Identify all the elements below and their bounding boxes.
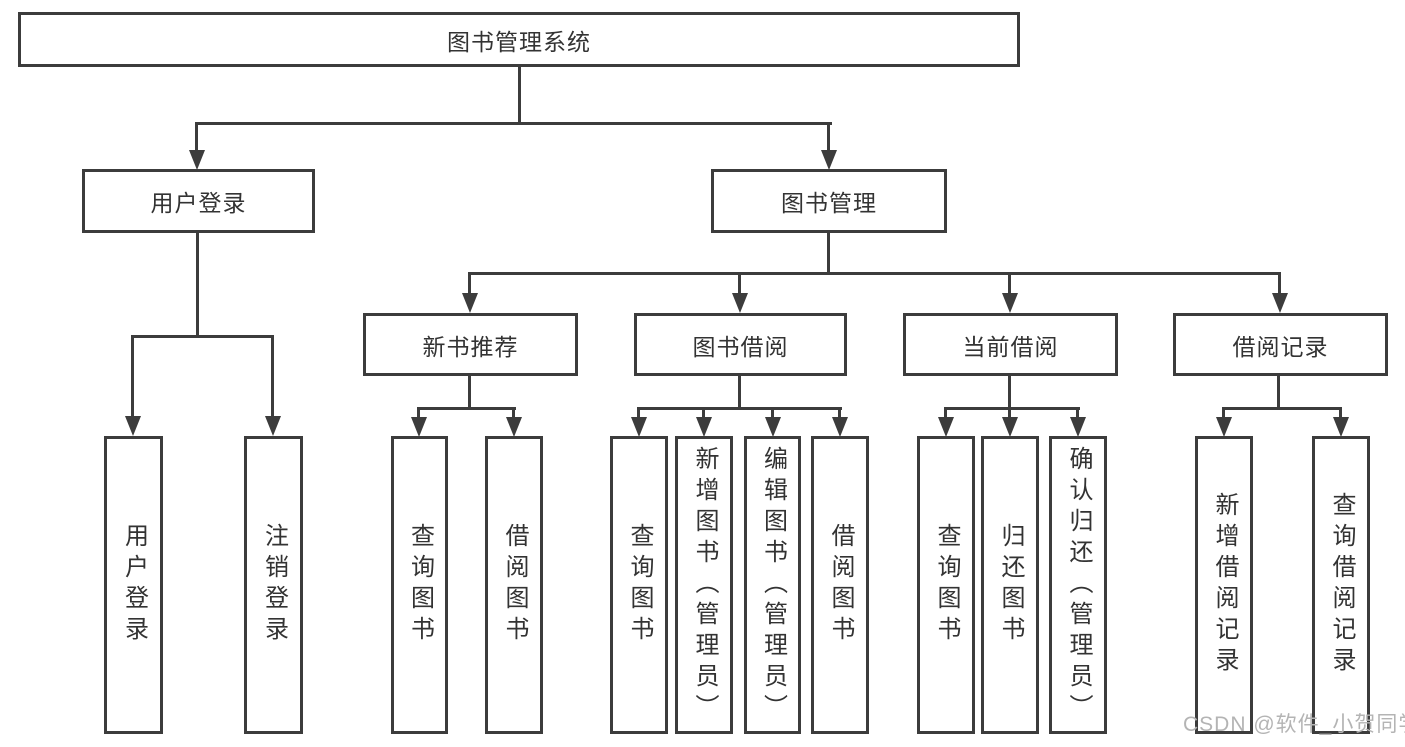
connector-line xyxy=(738,376,741,407)
connector-line xyxy=(702,407,705,418)
leaf-query-books-current: 查询图书 xyxy=(917,436,975,734)
arrow-down-icon xyxy=(1333,417,1349,437)
node-user-login: 用户登录 xyxy=(82,169,315,233)
connector-line xyxy=(1278,272,1281,294)
arrow-down-icon xyxy=(765,417,781,437)
arrow-down-icon xyxy=(1272,293,1288,313)
leaf-return-book: 归还图书 xyxy=(981,436,1039,734)
arrow-down-icon xyxy=(938,417,954,437)
connector-line xyxy=(738,272,741,294)
leaf-borrow-books-recommend: 借阅图书 xyxy=(485,436,543,734)
leaf-user-login: 用户登录 xyxy=(104,436,163,734)
node-book-borrowing: 图书借阅 xyxy=(634,313,847,376)
leaf-add-borrow-record: 新增借阅记录 xyxy=(1195,436,1253,734)
leaf-query-borrow-record: 查询借阅记录 xyxy=(1312,436,1370,734)
leaf-add-book-admin: 新增图书（管理员） xyxy=(675,436,733,734)
arrow-down-icon xyxy=(189,150,205,170)
connector-line xyxy=(1339,407,1342,418)
node-library-management-system: 图书管理系统 xyxy=(18,12,1020,67)
connector-line xyxy=(827,233,830,272)
connector-line xyxy=(468,376,471,407)
connector-line xyxy=(271,335,274,417)
connector-line xyxy=(1277,376,1280,407)
connector-line xyxy=(417,407,420,418)
connector-line xyxy=(1222,407,1342,410)
connector-line xyxy=(196,233,199,335)
connector-line xyxy=(417,407,516,410)
connector-line xyxy=(195,122,832,125)
connector-line xyxy=(1222,407,1225,418)
leaf-confirm-return-admin: 确认归还（管理员） xyxy=(1049,436,1107,734)
arrow-down-icon xyxy=(411,417,427,437)
arrow-down-icon xyxy=(696,417,712,437)
connector-line xyxy=(468,272,471,294)
connector-line xyxy=(771,407,774,418)
arrow-down-icon xyxy=(832,417,848,437)
connector-line xyxy=(1076,407,1079,418)
connector-line xyxy=(131,335,134,417)
connector-line xyxy=(468,272,1281,275)
node-new-book-recommend: 新书推荐 xyxy=(363,313,578,376)
connector-line xyxy=(637,407,640,418)
arrow-down-icon xyxy=(1002,293,1018,313)
node-book-management: 图书管理 xyxy=(711,169,947,233)
connector-line xyxy=(827,122,830,152)
arrow-down-icon xyxy=(1216,417,1232,437)
node-borrowing-records: 借阅记录 xyxy=(1173,313,1388,376)
arrow-down-icon xyxy=(821,150,837,170)
arrow-down-icon xyxy=(125,416,141,436)
arrow-down-icon xyxy=(1002,417,1018,437)
leaf-query-books-borrowing: 查询图书 xyxy=(610,436,668,734)
arrow-down-icon xyxy=(732,293,748,313)
connector-line xyxy=(1008,407,1011,418)
connector-line xyxy=(131,335,274,338)
leaf-query-books-recommend: 查询图书 xyxy=(391,436,448,734)
arrow-down-icon xyxy=(631,417,647,437)
connector-line xyxy=(838,407,841,418)
connector-line xyxy=(944,407,947,418)
connector-line xyxy=(1008,272,1011,294)
leaf-edit-book-admin: 编辑图书（管理员） xyxy=(744,436,801,734)
connector-line xyxy=(518,67,521,122)
arrow-down-icon xyxy=(265,416,281,436)
leaf-logout-login: 注销登录 xyxy=(244,436,303,734)
connector-line xyxy=(512,407,515,418)
arrow-down-icon xyxy=(506,417,522,437)
connector-line xyxy=(195,122,198,152)
arrow-down-icon xyxy=(462,293,478,313)
connector-line xyxy=(944,407,1080,410)
leaf-borrow-books-borrowing: 借阅图书 xyxy=(811,436,869,734)
connector-line xyxy=(637,407,842,410)
node-current-borrowing: 当前借阅 xyxy=(903,313,1118,376)
arrow-down-icon xyxy=(1070,417,1086,437)
csdn-watermark: CSDN @软件_小贺同学 xyxy=(1183,713,1405,736)
connector-line xyxy=(1008,376,1011,407)
